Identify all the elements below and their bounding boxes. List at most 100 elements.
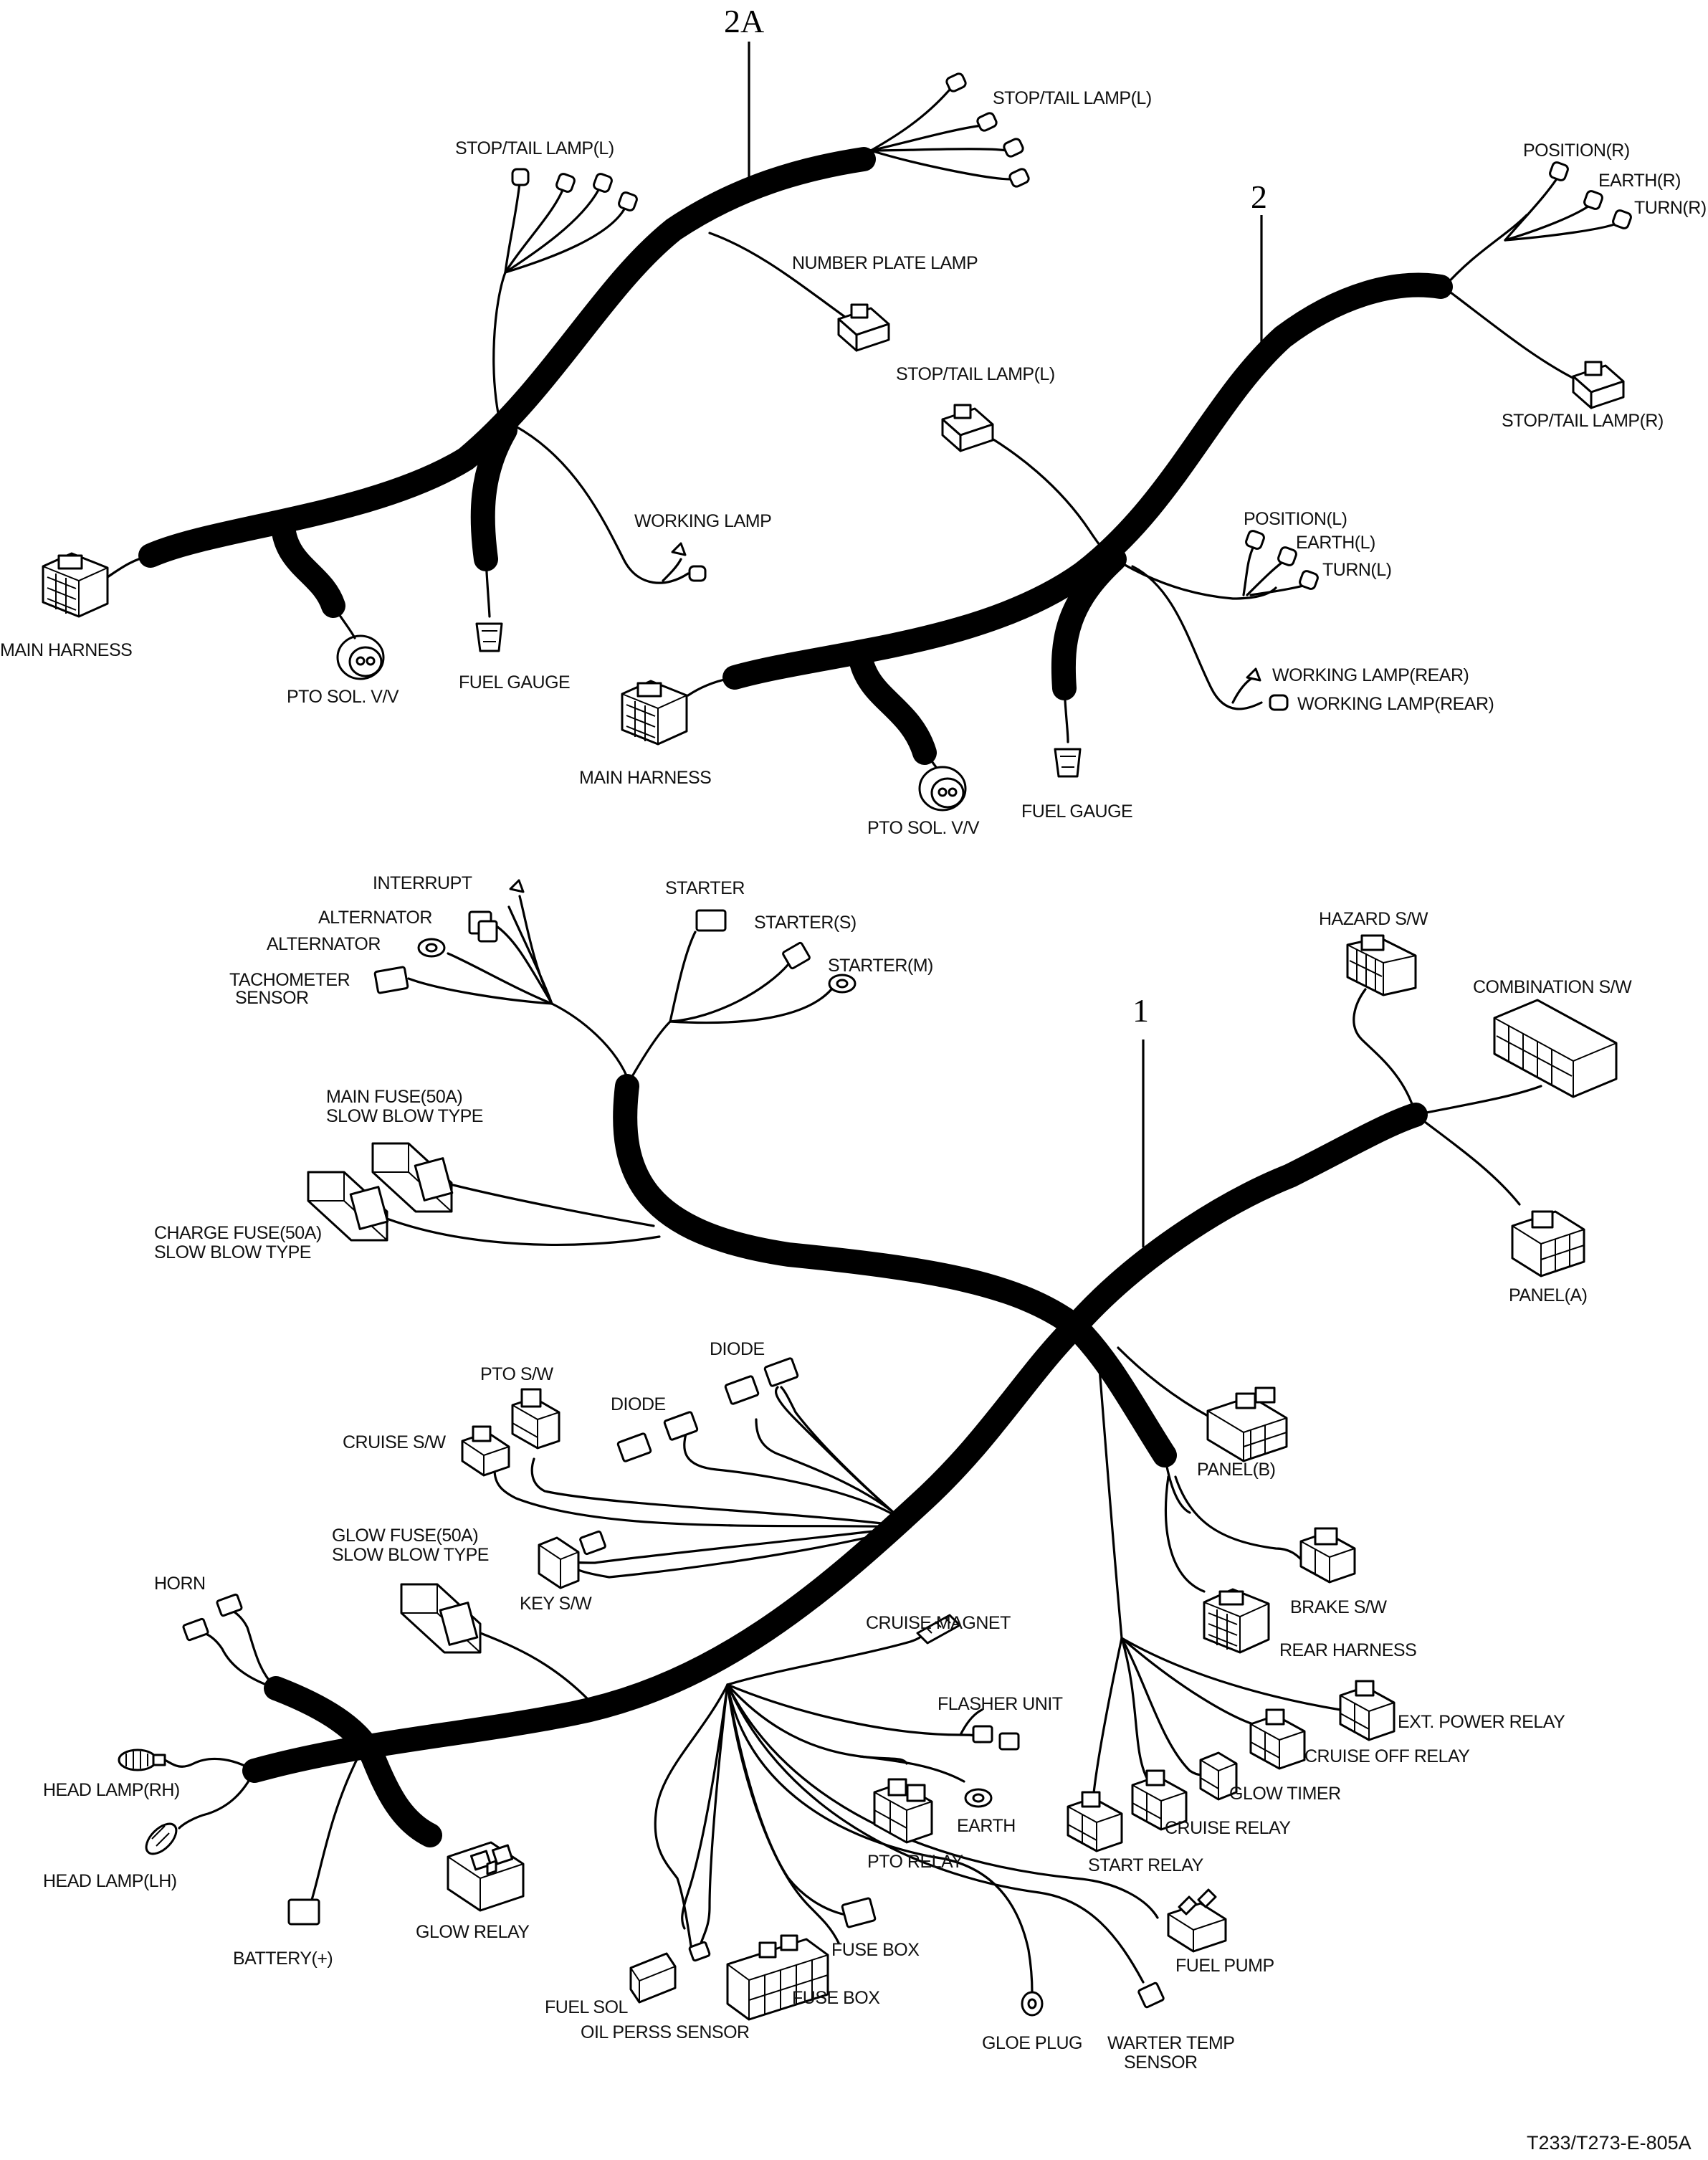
harness-2-main-harness-connector: [621, 676, 736, 746]
tachometer-sensor-connector: [373, 966, 409, 994]
head-lamp-rh-bulb: [118, 1749, 166, 1771]
callout-2a: 2A: [724, 3, 764, 39]
label-head-lamp-rh: HEAD LAMP(RH): [43, 1780, 180, 1800]
label-stop-tail-lamp-l-top: STOP/TAIL LAMP(L): [993, 88, 1152, 108]
stop-tail-lamp-l-left-wires: [492, 168, 638, 432]
pto-sw-connector: [511, 1388, 560, 1450]
label-alternator-1: ALTERNATOR: [318, 908, 432, 928]
battery-connector: [287, 1898, 320, 1926]
label-turn-l: TURN(L): [1322, 560, 1392, 580]
label-rear-harness: REAR HARNESS: [1279, 1640, 1416, 1660]
label-starter-m: STARTER(M): [828, 956, 933, 976]
harness-2-pto-branch: [848, 644, 937, 765]
harness-2-fuel-branch: [1051, 547, 1127, 700]
right-cluster-wires: [1352, 988, 1542, 1206]
diode-2-connectors: [616, 1411, 699, 1462]
label-fuel-sol: FUEL SOL: [545, 1997, 629, 2017]
harness-1-panel-b-branch: [1063, 1314, 1177, 1467]
harness-1-glow-relay-branch: [361, 1744, 442, 1847]
combination-sw-connector: [1493, 999, 1618, 1098]
battery-wire: [310, 1755, 360, 1901]
harness-2-pto-sol-connector: [918, 751, 967, 812]
head-lamp-wires: [163, 1757, 256, 1830]
label-glow-fuse-2: SLOW BLOW TYPE: [332, 1545, 489, 1565]
glow-fuse-wire: [464, 1626, 589, 1700]
oil-press-sensor-connector: [688, 1941, 711, 1962]
cruise-sw-connector: [461, 1425, 510, 1477]
label-working-lamp-rear-2: WORKING LAMP(REAR): [1297, 694, 1494, 714]
brake-rear-wires: [1164, 1475, 1302, 1593]
label-flasher-unit: FLASHER UNIT: [938, 1694, 1063, 1714]
harness-2a-fuel-branch: [470, 418, 517, 571]
label-charge-fuse-2: SLOW BLOW TYPE: [154, 1242, 311, 1262]
label-glow-fuse-1: GLOW FUSE(50A): [332, 1526, 478, 1546]
label-cruise-relay: CRUISE RELAY: [1165, 1818, 1291, 1838]
starter-s-connector: [782, 941, 811, 970]
horn-connector-2: [182, 1617, 209, 1642]
label-panel-a: PANEL(A): [1509, 1285, 1587, 1305]
fuel-pump-connector: [1167, 1888, 1227, 1953]
drawing-code: T233/T273-E-805A: [1527, 2132, 1692, 2154]
label-water-temp-2: SENSOR: [1124, 2052, 1198, 2073]
fuse-box-2-connector: [726, 1934, 829, 2021]
label-2-pto-sol: PTO SOL. V/V: [867, 818, 980, 838]
label-oil-press-sensor: OIL PERSS SENSOR: [581, 2022, 750, 2042]
working-lamp-wire: [515, 425, 690, 584]
harness-2-left-lamps-wires: [1102, 530, 1319, 600]
label-pto-sw: PTO S/W: [480, 1364, 554, 1384]
label-position-l: POSITION(L): [1244, 509, 1347, 529]
label-tachometer-1: TACHOMETER: [229, 970, 350, 990]
charge-fuse-holder: [307, 1171, 389, 1242]
harness-1-upper-cluster-wires: [407, 895, 833, 1084]
starter-m-ring-terminal: [828, 974, 857, 994]
label-diode-2: DIODE: [611, 1394, 666, 1414]
cruise-off-relay-connector: [1249, 1708, 1306, 1770]
starter-connector: [695, 909, 727, 932]
callout-2: 2: [1251, 179, 1267, 215]
rear-harness-connector: [1203, 1588, 1270, 1654]
stop-tail-lamp-l-top-wires: [869, 72, 1030, 188]
stop-tail-lamp-r-connector: [1572, 361, 1625, 409]
harness-2a-fuel-gauge-connector: [475, 558, 503, 652]
label-head-lamp-lh: HEAD LAMP(LH): [43, 1871, 177, 1891]
harness-2a: 2A STOP/TAIL LAMP(L) STOP/TAIL LAMP(L): [0, 3, 1152, 707]
water-temp-sensor-connector: [1137, 1981, 1165, 2009]
label-position-r: POSITION(R): [1523, 141, 1630, 161]
harness-2: 2 POSITION(R) EARTH(R) TURN(R) STOP/TAIL…: [579, 141, 1707, 838]
label-2-main-harness: MAIN HARNESS: [579, 768, 711, 788]
horn-wires: [203, 1604, 277, 1690]
glow-timer-connector: [1199, 1751, 1238, 1801]
label-panel-b: PANEL(B): [1197, 1460, 1275, 1480]
harness-2-working-lamp-rear-wires: [1131, 565, 1289, 711]
cruise-relay-connector: [1131, 1769, 1188, 1831]
start-relay-connector: [1067, 1791, 1123, 1852]
harness-1-lower-trunk: [242, 1314, 1087, 1783]
label-pto-relay: PTO RELAY: [867, 1852, 963, 1872]
label-2a-fuel-gauge: FUEL GAUGE: [459, 672, 570, 693]
stop-tail-lamp-r-wire: [1446, 289, 1578, 381]
label-starter: STARTER: [665, 878, 745, 898]
lower-cluster-wires: [654, 1629, 1159, 1994]
label-working-lamp-rear-1: WORKING LAMP(REAR): [1272, 665, 1469, 685]
label-glow-relay: GLOW RELAY: [416, 1922, 530, 1942]
label-2a-main-harness: MAIN HARNESS: [0, 640, 132, 660]
head-lamp-lh-bulb: [145, 1822, 178, 1855]
number-plate-lamp-wire: [708, 232, 854, 324]
fuse-box-1-connector: [841, 1897, 877, 1928]
pto-relay-connector: [873, 1778, 933, 1844]
label-main-fuse-2: SLOW BLOW TYPE: [326, 1106, 483, 1126]
label-combination-sw: COMBINATION S/W: [1473, 977, 1632, 997]
hazard-sw-connector: [1346, 934, 1417, 996]
harness-2-stop-tail-lamp-l-connector: [941, 404, 994, 452]
label-ext-power-relay: EXT. POWER RELAY: [1398, 1712, 1565, 1732]
label-fuse-box-2: FUSE BOX: [792, 1988, 880, 2008]
glow-relay-connector: [447, 1841, 525, 1912]
label-charge-fuse-1: CHARGE FUSE(50A): [154, 1223, 322, 1243]
flasher-unit-connectors: [972, 1725, 1020, 1751]
harness-2-stop-tail-lamp-l-wire: [970, 425, 1120, 568]
harness-1-upper-trunk: [613, 1074, 1087, 1338]
brake-sw-connector: [1299, 1527, 1356, 1584]
label-turn-r: TURN(R): [1634, 198, 1707, 218]
glow-fuse-holder: [400, 1583, 482, 1654]
main-fuse-wires: [386, 1181, 661, 1246]
